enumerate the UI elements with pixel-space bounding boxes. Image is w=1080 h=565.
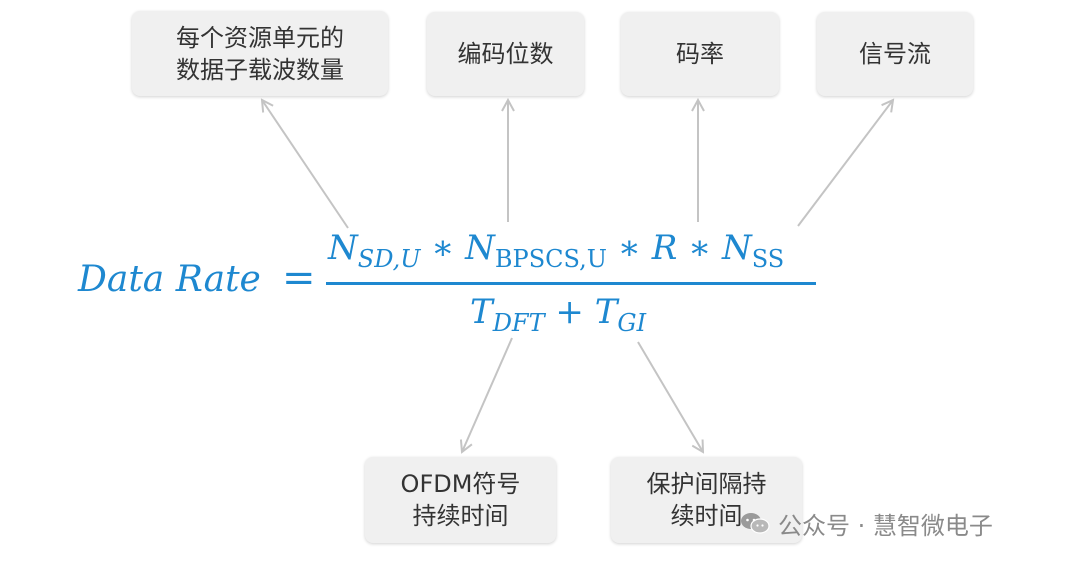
label-bits: 编码位数 (427, 12, 584, 96)
formula-lhs: Data Rate (78, 259, 261, 300)
label-gi-line1: 保护间隔持 (646, 470, 767, 498)
subscript-dft: DFT (492, 309, 545, 337)
watermark-text: 公众号 · 慧智微电子 (778, 511, 993, 540)
symbol-t-dft: T (470, 292, 493, 332)
arrow-ofdm (462, 337, 513, 452)
label-ofdm-line2: 持续时间 (412, 502, 509, 530)
formula-equals: = (282, 255, 316, 301)
symbol-n-ss: N (722, 228, 752, 268)
formula-denominator: TDFT + TGI (470, 290, 646, 345)
label-streams-text: 信号流 (859, 40, 931, 68)
wechat-icon (741, 513, 770, 534)
label-subcarriers-line2: 数据子载波数量 (176, 55, 344, 84)
fraction-line (326, 282, 816, 285)
times-2: ∗ (617, 228, 641, 268)
formula-numerator: NSD,U ∗ NBPSCS,U ∗ R ∗ NSS (328, 226, 784, 281)
symbol-n-sd: N (328, 228, 358, 268)
arrow-streams (797, 100, 893, 227)
label-gi-line2: 续时间 (670, 502, 743, 530)
label-streams: 信号流 (817, 12, 973, 96)
symbol-r: R (651, 228, 678, 268)
arrow-gi (637, 341, 703, 452)
subscript-bpscs: BPSCS,U (494, 245, 607, 273)
subscript-ss: SS (751, 245, 785, 273)
arrow-subcarriers (262, 100, 349, 229)
times-1: ∗ (431, 228, 455, 268)
label-rate-text: 码率 (676, 40, 724, 68)
label-subcarriers: 每个资源单元的 数据子载波数量 (132, 11, 388, 96)
label-rate: 码率 (621, 12, 779, 96)
symbol-n-bpscs: N (465, 228, 495, 268)
label-ofdm: OFDM符号 持续时间 (365, 457, 556, 543)
subscript-sd: SD,U (357, 245, 421, 273)
label-subcarriers-line1: 每个资源单元的 (176, 23, 344, 52)
plus-sign: + (555, 292, 584, 332)
subscript-gi: GI (617, 309, 647, 337)
label-ofdm-line1: OFDM符号 (400, 470, 521, 498)
label-bits-text: 编码位数 (457, 40, 554, 68)
watermark: 公众号 · 慧智微电子 (740, 506, 993, 540)
times-3: ∗ (688, 228, 712, 268)
label-gi: 保护间隔持 续时间 (611, 457, 802, 543)
symbol-t-gi: T (594, 292, 618, 332)
